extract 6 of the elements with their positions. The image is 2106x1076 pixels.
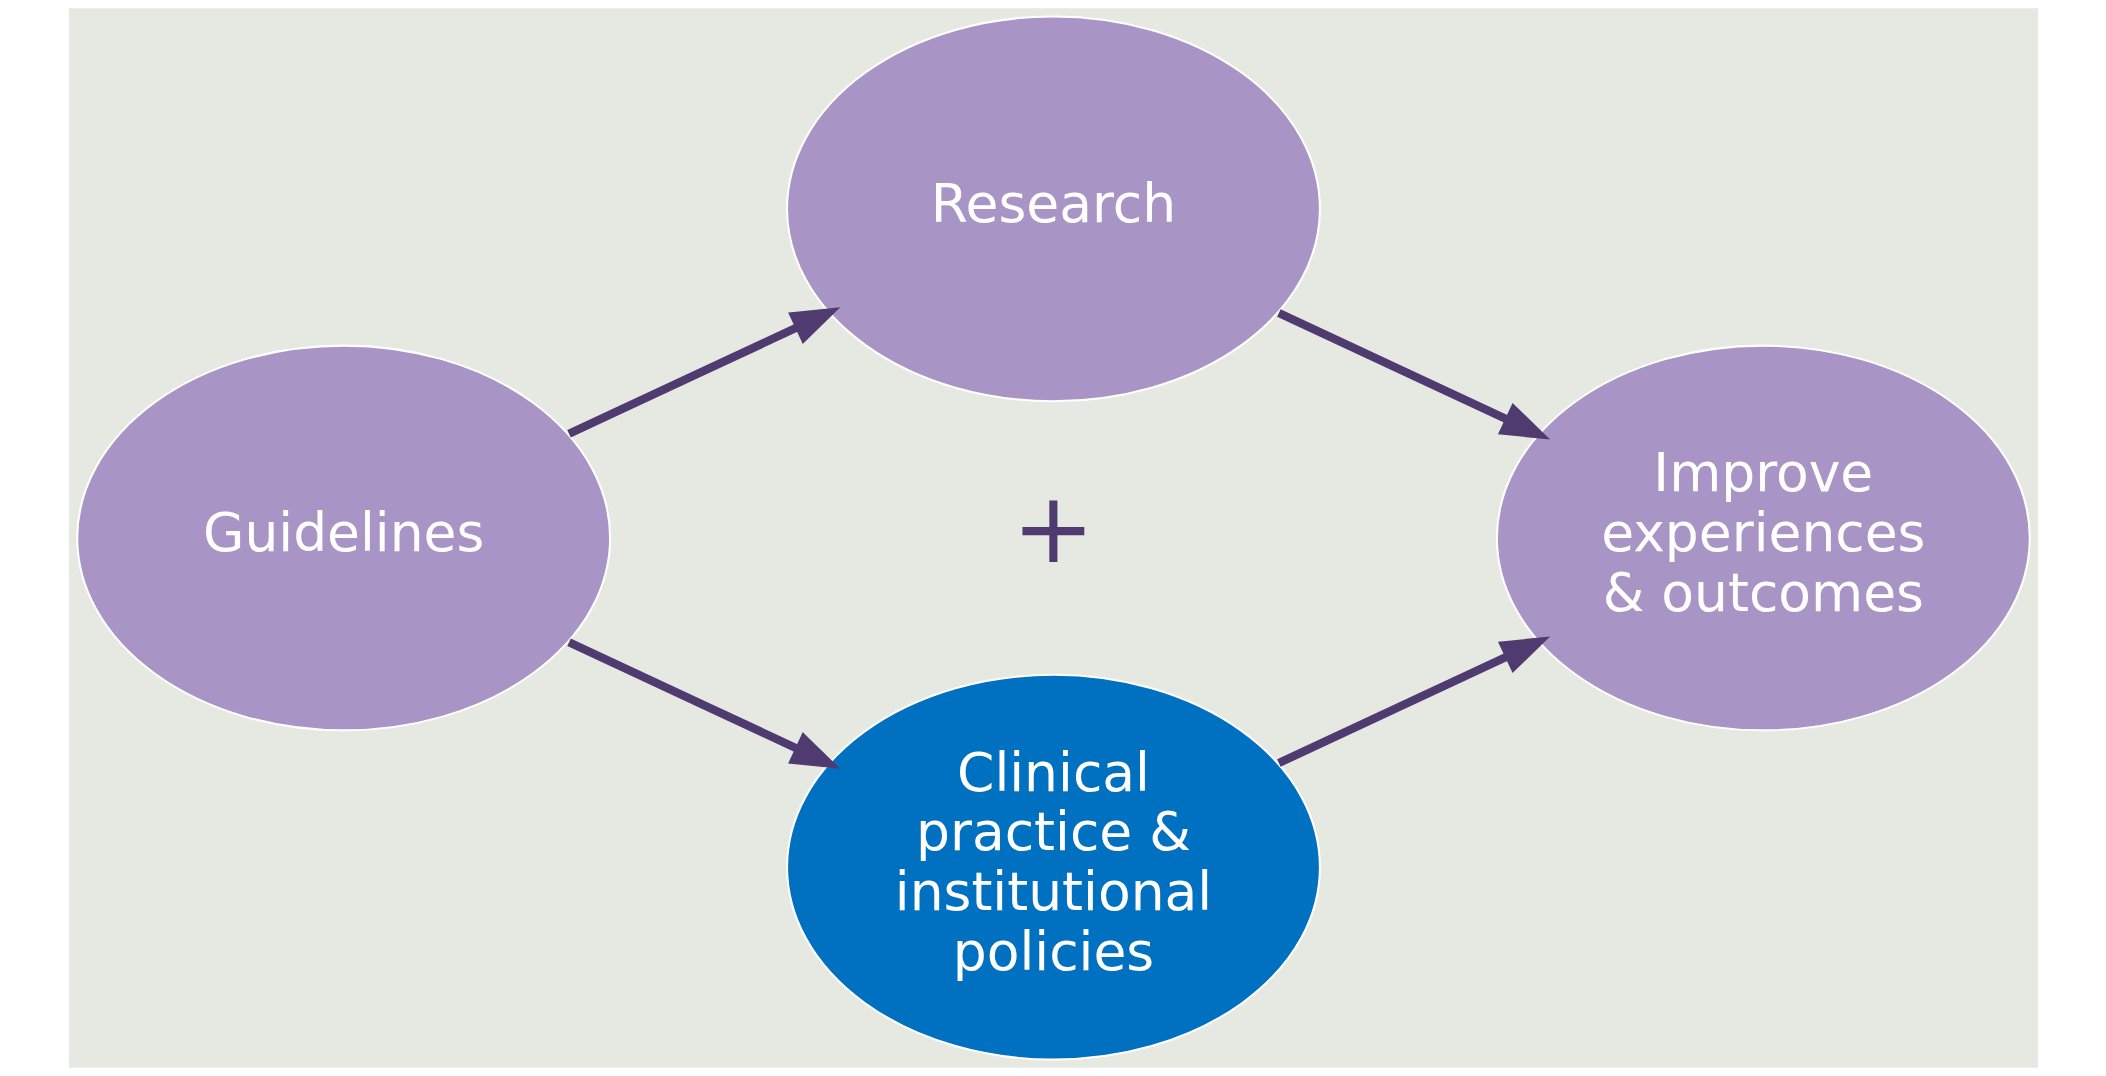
arrow [1276,309,1550,440]
label: + [1011,470,1095,586]
arrow [566,307,840,438]
node-ellipse: Guidelines [75,344,611,732]
arrow [1276,636,1550,767]
arrow [566,638,840,769]
